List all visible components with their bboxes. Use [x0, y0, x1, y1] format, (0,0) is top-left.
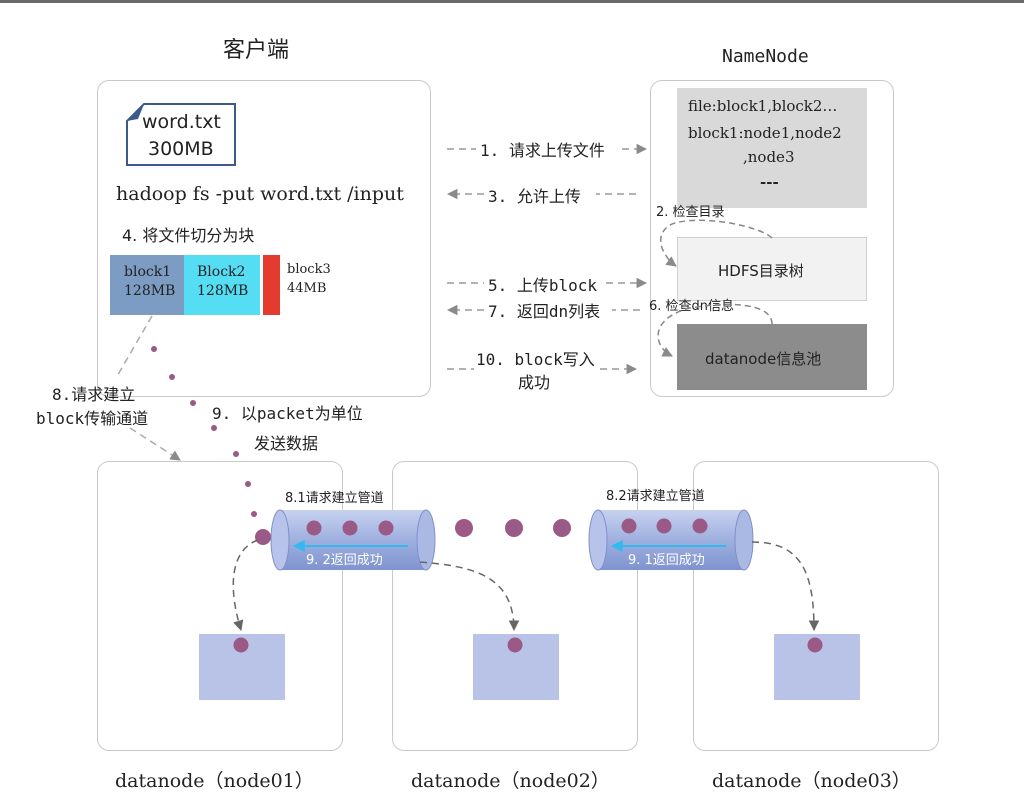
step10-label-line1: 10. block写入: [476, 350, 595, 369]
datanode-pool-label: datanode信息池: [705, 350, 822, 368]
metadata-line-4: ---: [760, 173, 779, 191]
datanode-node01-box: [97, 461, 343, 751]
pipe1-return-label: 9. 2返回成功: [306, 553, 383, 568]
datanode-node03-label: datanode（node03）: [712, 770, 911, 792]
node03-write-arrow: [751, 541, 820, 632]
pipe2-return-label: 9. 1返回成功: [628, 553, 705, 568]
metadata-box: [677, 88, 867, 208]
file-size: 300MB: [148, 138, 214, 160]
file-name: word.txt: [142, 111, 221, 133]
step8-label-line1: 8.请求建立: [52, 385, 136, 404]
block1-name: block1: [124, 264, 172, 280]
check-dn-label: 6. 检查dn信息: [649, 299, 735, 314]
step4-label: 4. 将文件切分为块: [122, 226, 255, 245]
check-dir-curve: [660, 219, 773, 267]
upload-command: hadoop fs -put word.txt /input: [116, 183, 404, 205]
check-dn-curve: [657, 303, 773, 357]
node01-write-arrow: [232, 539, 259, 632]
hdfs-dir-tree-box: [677, 237, 867, 301]
metadata-line-2: block1:node1,node2: [688, 124, 842, 142]
block3-name: block3: [287, 262, 331, 277]
entry-packet: [255, 529, 271, 545]
step7-label: 7. 返回dn列表: [488, 302, 601, 321]
datanode-node02-box: [392, 461, 638, 751]
step9-label-line2: 发送数据: [254, 434, 319, 453]
step8-arrow: [115, 315, 180, 460]
pipe2-request-label: 8.2请求建立管道: [606, 489, 705, 504]
hdfs-dir-tree-label: HDFS目录树: [718, 262, 804, 280]
pipe-packets: [306, 518, 708, 536]
inter-pipe-packets: [455, 519, 571, 537]
datanode-node01-label: datanode（node01）: [115, 770, 314, 792]
step3-label: 3. 允许上传: [488, 187, 581, 206]
node02-write-arrow: [419, 561, 520, 632]
pipe1-request-label: 8.1请求建立管道: [285, 491, 384, 506]
storage-packets: [233, 637, 823, 653]
step5-label: 5. 上传block: [488, 276, 598, 295]
block1-rect: [110, 255, 184, 315]
block2-size: 128MB: [197, 283, 249, 299]
datanode-node02-label: datanode（node02）: [411, 770, 610, 792]
document-icon: word.txt 300MB: [126, 103, 236, 166]
pipeline-2: [588, 509, 754, 571]
datanode-pool-box: [677, 324, 867, 390]
step10-label-line2: 成功: [518, 373, 551, 392]
top-border: [0, 0, 1024, 3]
datanode-node03-box: [693, 461, 939, 751]
metadata-line-1: file:block1,block2…: [688, 97, 838, 115]
block3-size: 44MB: [287, 281, 327, 296]
metadata-line-3: ,node3: [743, 148, 795, 166]
block3-rect: [263, 255, 280, 315]
step9-label-line1: 9. 以packet为单位: [212, 404, 363, 423]
block2-name: Block2: [197, 264, 246, 280]
step1-label: 1. 请求上传文件: [480, 141, 605, 160]
block2-rect: [184, 255, 260, 315]
packet-dots-trail: [151, 346, 257, 517]
namenode-title: NameNode: [722, 46, 809, 67]
block1-size: 128MB: [124, 283, 176, 299]
step8-label-line2: block传输通道: [36, 409, 149, 428]
check-dir-label: 2. 检查目录: [656, 205, 725, 220]
client-title: 客户端: [223, 38, 290, 63]
